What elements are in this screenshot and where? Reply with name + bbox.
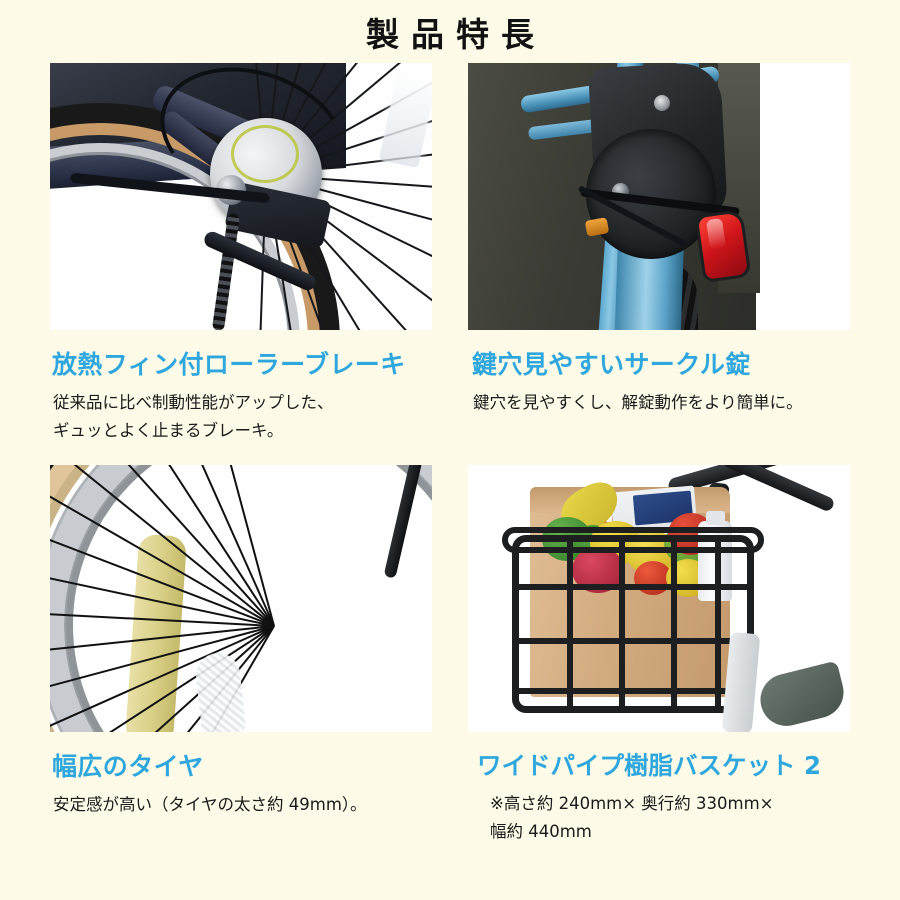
feature-card-wide-tire: 幅広のタイヤ 安定感が高い（タイヤの太さ約 49mm）。 xyxy=(50,465,432,819)
feature-body-line: 幅約 440mm xyxy=(490,822,592,842)
feature-body-line: 従来品に比べ制動性能がアップした、 xyxy=(53,392,334,412)
feature-heading: 幅広のタイヤ xyxy=(52,752,204,781)
feature-card-basket: ワイドパイプ樹脂バスケット 2 ※高さ約 240mm× 奥行約 330mm× 幅… xyxy=(468,465,850,847)
photo4-basket-wire-vertical xyxy=(671,535,677,713)
photo4-basket-wire-vertical xyxy=(619,535,625,713)
feature-photo-basket xyxy=(468,465,850,732)
photo1-cooling-fin-ring xyxy=(231,125,299,183)
photo3-rim-inner-edge xyxy=(66,465,432,732)
feature-body-line: 鍵穴を見やすくし、解錠動作をより簡単に。 xyxy=(473,392,803,412)
photo4-basket-wire-horizontal xyxy=(512,584,754,590)
photo4-basket-wire-vertical xyxy=(715,535,721,713)
feature-heading: 放熱フィン付ローラーブレーキ xyxy=(52,350,406,379)
photo4-basket-wire-vertical xyxy=(567,535,573,713)
feature-heading: 鍵穴見やすいサークル錠 xyxy=(472,350,751,379)
photo4-basket-wire-horizontal xyxy=(512,688,754,694)
photo4-basket-wire-horizontal xyxy=(512,638,754,644)
feature-card-roller-brake: 放熱フィン付ローラーブレーキ 従来品に比べ制動性能がアップした、 ギュッとよく止… xyxy=(50,63,432,445)
feature-photo-roller-brake xyxy=(50,63,432,330)
feature-body: 鍵穴を見やすくし、解錠動作をより簡単に。 xyxy=(473,389,850,417)
photo4-wire-basket xyxy=(512,535,754,713)
feature-body-line: ※高さ約 240mm× 奥行約 330mm× xyxy=(490,793,774,813)
photo4-bottle-cap xyxy=(706,511,725,525)
photo2-keyhole xyxy=(654,95,670,111)
photo4-basket-rim xyxy=(502,527,764,553)
feature-card-circle-lock: 鍵穴見やすいサークル錠 鍵穴を見やすくし、解錠動作をより簡単に。 xyxy=(468,63,850,417)
feature-photo-circle-lock xyxy=(468,63,850,330)
feature-body: 安定感が高い（タイヤの太さ約 49mm）。 xyxy=(53,791,432,819)
photo4-handle-grip xyxy=(754,660,850,732)
feature-body-line: ギュッとよく止まるブレーキ。 xyxy=(53,420,284,440)
feature-photo-wide-tire xyxy=(50,465,432,732)
feature-body: 従来品に比べ制動性能がアップした、 ギュッとよく止まるブレーキ。 xyxy=(53,389,432,446)
feature-body: ※高さ約 240mm× 奥行約 330mm× 幅約 440mm xyxy=(490,790,850,847)
feature-body-line: 安定感が高い（タイヤの太さ約 49mm）。 xyxy=(53,794,367,814)
feature-heading: ワイドパイプ樹脂バスケット 2 xyxy=(477,751,822,780)
page-title: 製品特長 xyxy=(366,15,546,54)
